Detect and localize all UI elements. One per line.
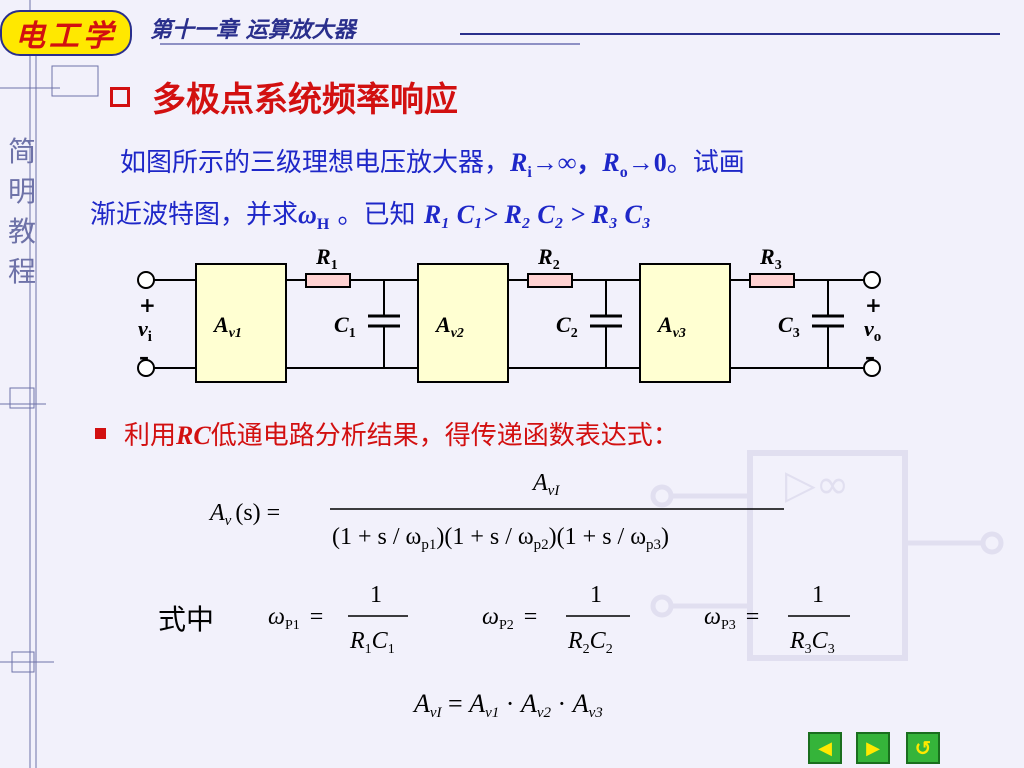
svg-text:R1C1: R1C1 — [349, 628, 395, 657]
capacitor-3-label: C3 — [778, 312, 800, 341]
pole-formula-3: ωP3= 1 R3C3 — [704, 582, 850, 657]
next-slide-button[interactable]: ▶ — [856, 732, 890, 764]
resistor-3-label: R3 — [759, 244, 782, 273]
resistor-1 — [305, 273, 351, 288]
sidebar-char: 简 — [7, 135, 36, 168]
transfer-function-formula: Av(s) = AvI (1 + s / ωp1)(1 + s / ωp2)(1… — [208, 470, 784, 553]
pole-formula-2: ωP2= 1 R2C2 — [482, 582, 630, 657]
resistor-1-label: R1 — [315, 244, 338, 273]
text-segment: 如图所示的三级理想电压放大器， — [120, 148, 511, 178]
gain-product-formula: AvI = Av1 · Av2 · Av3 — [412, 689, 603, 721]
svg-text:1: 1 — [370, 582, 382, 608]
text-segment: 。试画 — [666, 148, 745, 178]
svg-text:1: 1 — [812, 582, 824, 608]
ri-sub: i — [527, 164, 532, 182]
logo: 电工学 — [0, 10, 132, 56]
input-terminal-top — [137, 271, 155, 289]
amplifier-3-label: Av3 — [656, 312, 686, 341]
arrow-left-icon: ◀ — [818, 737, 832, 759]
capacitor-1-label: C1 — [334, 312, 356, 341]
text-segment: 渐近波特图，并求 — [90, 200, 299, 231]
rc-condition: R₁ C₁> R₂ C₂ > R₃ C₃ — [423, 200, 651, 230]
return-button[interactable]: ↺ — [906, 732, 940, 764]
svg-text:ωP1=: ωP1= — [268, 604, 323, 633]
formula-numerator: AvI — [531, 470, 560, 499]
output-minus: – — [865, 345, 875, 369]
problem-statement: 如图所示的三级理想电压放大器，Ri→∞，Ro→0。试画 渐近波特图，并求ωH 。… — [90, 142, 990, 246]
resistor-2-label: R2 — [537, 244, 560, 273]
omega-symbol: ω — [298, 200, 317, 230]
chapter-title: 第十一章 运算放大器 — [150, 17, 356, 43]
amplifier-2 — [417, 263, 509, 383]
circuit-diagram: R1 R2 R3 C1 C2 C3 Av1 Av2 Av3 vi vo + – … — [137, 244, 882, 383]
svg-text:ωP3=: ωP3= — [704, 604, 759, 633]
bullet-icon — [95, 428, 106, 439]
arrow-infinity: →∞， — [531, 148, 603, 177]
input-minus: – — [139, 345, 149, 369]
svg-text:R3C3: R3C3 — [789, 628, 835, 657]
omega-sub: H — [316, 216, 330, 234]
formula-lhs: Av(s) = — [208, 500, 280, 529]
watermark-symbol: ▷∞ — [785, 462, 849, 508]
svg-text:AvI = Av1 · Av2 · Av3: AvI = Av1 · Av2 · Av3 — [412, 689, 603, 721]
ro-symbol: R — [602, 148, 620, 177]
bullet-point: 利用RC低通电路分析结果，得传递函数表达式： — [95, 415, 679, 452]
svg-text:1: 1 — [590, 582, 602, 608]
ro-sub: o — [619, 164, 628, 182]
previous-slide-button[interactable]: ◀ — [808, 732, 842, 764]
problem-line-2: 渐近波特图，并求ωH 。已知 R₁ C₁> R₂ C₂ > R₃ C₃ — [90, 194, 990, 246]
sidebar-char: 程 — [7, 255, 36, 288]
capacitor-3 — [812, 280, 844, 368]
sidebar-char: 明 — [7, 175, 36, 208]
return-arrow-icon: ↺ — [914, 736, 932, 760]
sidebar-title: 简 明 教 程 — [4, 132, 40, 292]
input-plus: + — [139, 293, 156, 317]
bullet-text: 利用RC低通电路分析结果，得传递函数表达式： — [124, 421, 679, 451]
where-label: 式中 — [158, 603, 215, 636]
slide-title-text: 多极点系统频率响应 — [152, 80, 458, 120]
amplifier-3 — [639, 263, 731, 383]
logo-text: 电工学 — [15, 19, 117, 54]
amplifier-1-label: Av1 — [212, 312, 242, 341]
resistor-2 — [527, 273, 573, 288]
arrow-right-icon: ▶ — [866, 737, 880, 759]
pole-formula-1: ωP1= 1 R1C1 — [268, 582, 408, 657]
svg-text:ωP2=: ωP2= — [482, 604, 537, 633]
ri-symbol: R — [510, 148, 528, 177]
slide-title: 多极点系统频率响应 — [110, 72, 458, 121]
checkbox-bullet-icon — [110, 86, 130, 107]
watermark-opamp-icon: ▷∞ — [650, 450, 1004, 661]
problem-line-1: 如图所示的三级理想电压放大器，Ri→∞，Ro→0。试画 — [90, 142, 990, 194]
resistor-3 — [749, 273, 795, 288]
capacitor-2-label: C2 — [556, 312, 578, 341]
sidebar-char: 教 — [7, 215, 36, 248]
amplifier-1 — [195, 263, 287, 383]
output-voltage-label: vo — [864, 316, 881, 345]
capacitor-2 — [590, 280, 622, 368]
arrow-zero: →0 — [627, 148, 667, 177]
capacitor-1 — [368, 280, 400, 368]
pole-formulas: ωP1= 1 R1C1 ωP2= 1 R2C2 ωP3= 1 R3C3 — [268, 582, 850, 657]
text-segment: 。已知 — [329, 200, 424, 231]
input-voltage-label: vi — [138, 316, 152, 345]
output-plus: + — [865, 293, 882, 317]
svg-text:R2C2: R2C2 — [567, 628, 613, 657]
amplifier-2-label: Av2 — [434, 312, 464, 341]
formula-denominator: (1 + s / ωp1)(1 + s / ωp2)(1 + s / ωp3) — [332, 524, 669, 553]
output-terminal-top — [863, 271, 881, 289]
